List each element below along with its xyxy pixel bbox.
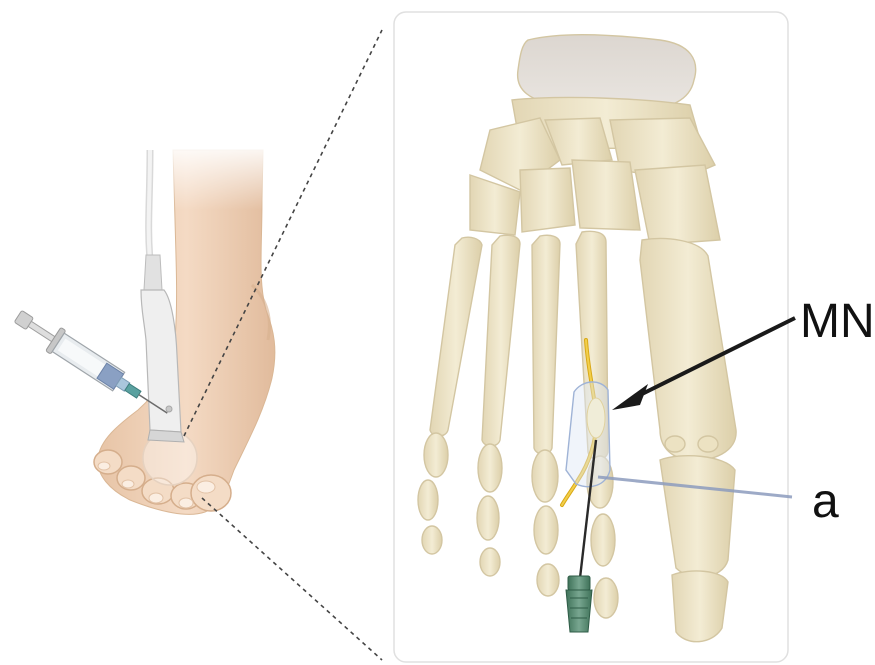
label-mn: MN — [800, 298, 875, 346]
foot-illustration — [94, 140, 280, 514]
label-a: a — [812, 478, 839, 526]
